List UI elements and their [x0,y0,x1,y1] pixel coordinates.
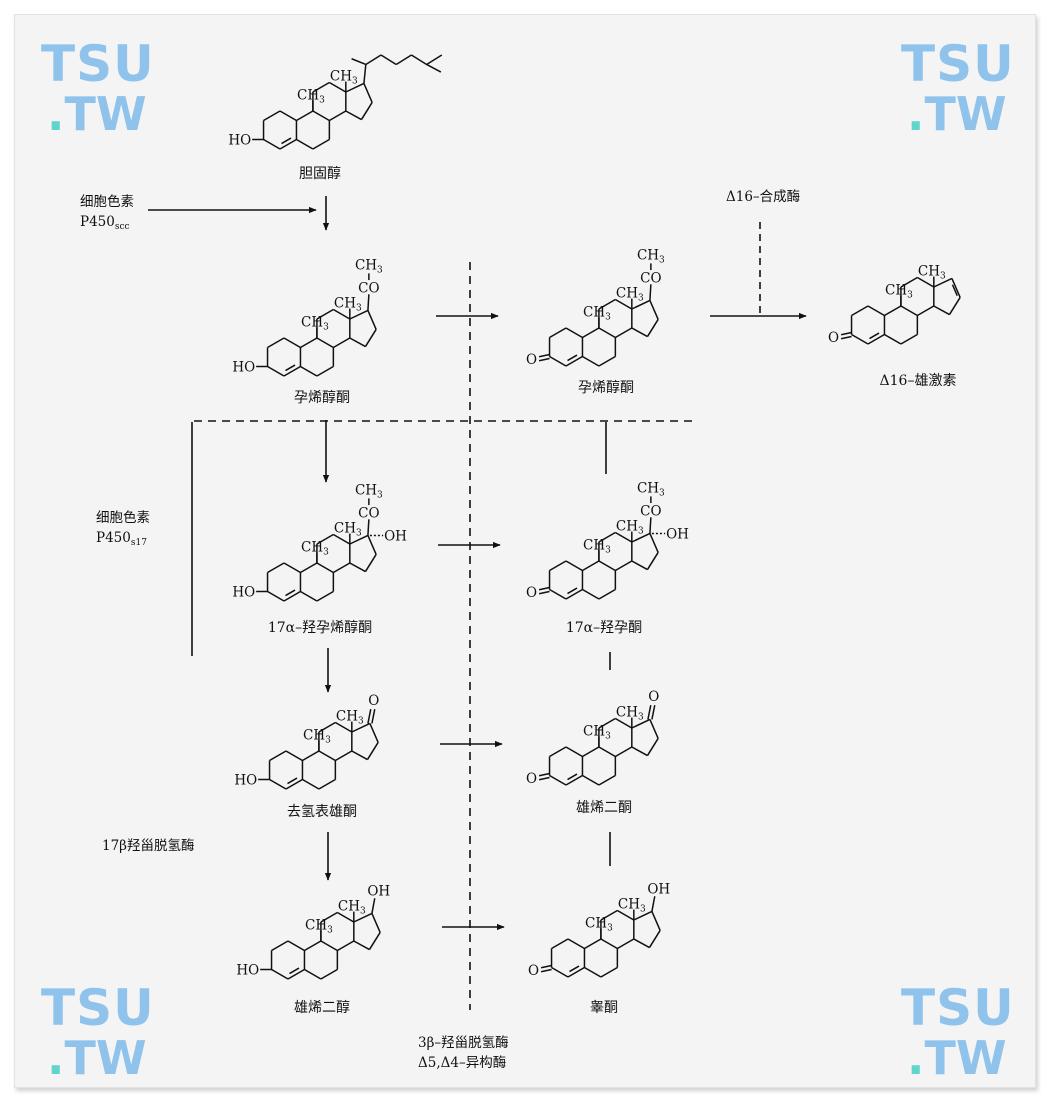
structure-17oh-pregnenolone-c20-carbonyl: CO [358,505,379,521]
structure-androstenediol-c17-hydroxyl: OH [367,883,390,899]
figure-sheet: TSU .TW TSU .TW TSU .TW TSU .TW [14,14,1036,1088]
structure-androstenedione-c18-methyl: CH3 [616,705,644,723]
structure-17oh-progesterone-c17-hydroxyl: OH [666,526,689,542]
watermark-top-left: TSU .TW [41,35,155,141]
enzyme-delta16: Δ16–合成酶 [726,189,800,205]
structure-testosterone-c18-methyl: CH3 [618,897,646,915]
structure-progesterone-c20-carbonyl: CO [640,270,661,286]
structure-testosterone-c3-ketone: O [528,963,539,979]
structure-androstadienone-c18-methyl: CH3 [918,264,946,282]
structure-17oh-progesterone-c3-ketone: O [526,585,537,601]
structure-17oh-progesterone-c21-methyl: CH3 [637,480,665,498]
label-cholesterol: 胆固醇 [299,165,341,182]
structure-dhea-c3-hydroxyl: HO [234,773,257,789]
structure-androstenediol-c19-methyl: CH3 [305,918,333,936]
structure-androstenediol-c18-methyl: CH3 [338,899,366,917]
enzyme-isomerase: Δ5,Δ4–异构酶 [418,1055,506,1071]
structure-progesterone-c19-methyl: CH3 [583,305,611,323]
structure-progesterone-c21-methyl: CH3 [637,247,665,265]
label-testosterone: 睾酮 [590,1000,618,1016]
watermark-bottom-right: TSU .TW [901,979,1015,1085]
watermark-bottom-left: TSU .TW [41,979,155,1085]
structure-androstenediol-c3-hydroxyl: HO [236,963,259,979]
structure-17oh-pregnenolone-c18-methyl: CH3 [334,521,362,539]
structure-pregnenolone-c20-carbonyl: CO [358,280,379,296]
enzyme-3beta-hsd: 3β–羟甾脱氢酶 [418,1035,509,1051]
label-17oh-progesterone: 17α–羟孕酮 [566,620,642,636]
structure-androstenedione-c3-ketone: O [526,771,537,787]
structure-pregnenolone-c3-hydroxyl: HO [232,360,255,376]
label-progesterone: 孕烯醇酮 [578,379,634,396]
watermark-top-right: TSU .TW [901,35,1015,141]
label-androstenediol: 雄烯二醇 [294,999,350,1016]
structure-17oh-progesterone-c19-methyl: CH3 [583,538,611,556]
structure-17oh-progesterone-c18-methyl: CH3 [616,519,644,537]
structure-cholesterol-c19-methyl: CH3 [297,88,325,106]
structure-testosterone-c17-hydroxyl: OH [647,881,670,897]
structure-androstadienone-c19-methyl: CH3 [885,283,913,301]
label-17oh-pregnenolone: 17α–羟孕烯醇酮 [268,619,372,636]
structure-dhea-c17-ketone: O [368,693,379,709]
structure-17oh-pregnenolone-c21-methyl: CH3 [355,482,383,500]
enzyme-s17-line1: 细胞色素 [96,509,150,526]
structure-pregnenolone-c21-methyl: CH3 [355,257,383,275]
structure-androstenedione-c19-methyl: CH3 [583,724,611,742]
structure-testosterone-c19-methyl: CH3 [585,916,613,934]
structure-17oh-pregnenolone-c3-hydroxyl: HO [232,585,255,601]
structure-17oh-pregnenolone-c19-methyl: CH3 [301,540,329,558]
label-androstenedione: 雄烯二酮 [576,800,632,816]
structure-pregnenolone-c19-methyl: CH3 [301,315,329,333]
structure-17oh-progesterone-c20-carbonyl: CO [640,503,661,519]
structure-dhea-c18-methyl: CH3 [336,709,364,727]
structure-pregnenolone-c18-methyl: CH3 [334,296,362,314]
structure-17oh-pregnenolone-c17-hydroxyl: OH [384,528,407,544]
structure-progesterone-c18-methyl: CH3 [616,286,644,304]
enzyme-17beta-hsd: 17β羟甾脱氢酶 [102,838,194,854]
structure-androstadienone-c3-ketone: O [828,330,839,346]
structure-androstenedione-c17-ketone: O [648,689,659,705]
enzyme-scc-line1: 细胞色素 [80,193,134,210]
label-dhea: 去氢表雄酮 [287,804,357,820]
structure-cholesterol-c3-hydroxyl: HO [228,133,251,149]
enzyme-s17-line2: P450s17 [96,530,147,548]
enzyme-scc-line2: P450scc [80,214,130,232]
structure-cholesterol-c18-methyl: CH3 [330,69,358,87]
structures-layer: CH3CH3HOCH3CH3HOCOCH3CH3CH3OCOCH3CH3CH3O… [228,54,961,980]
label-pregnenolone: 孕烯醇酮 [294,389,350,406]
structure-dhea-c19-methyl: CH3 [303,728,331,746]
structure-progesterone-c3-ketone: O [526,352,537,368]
label-androstadienone: Δ16–雄激素 [880,372,957,389]
